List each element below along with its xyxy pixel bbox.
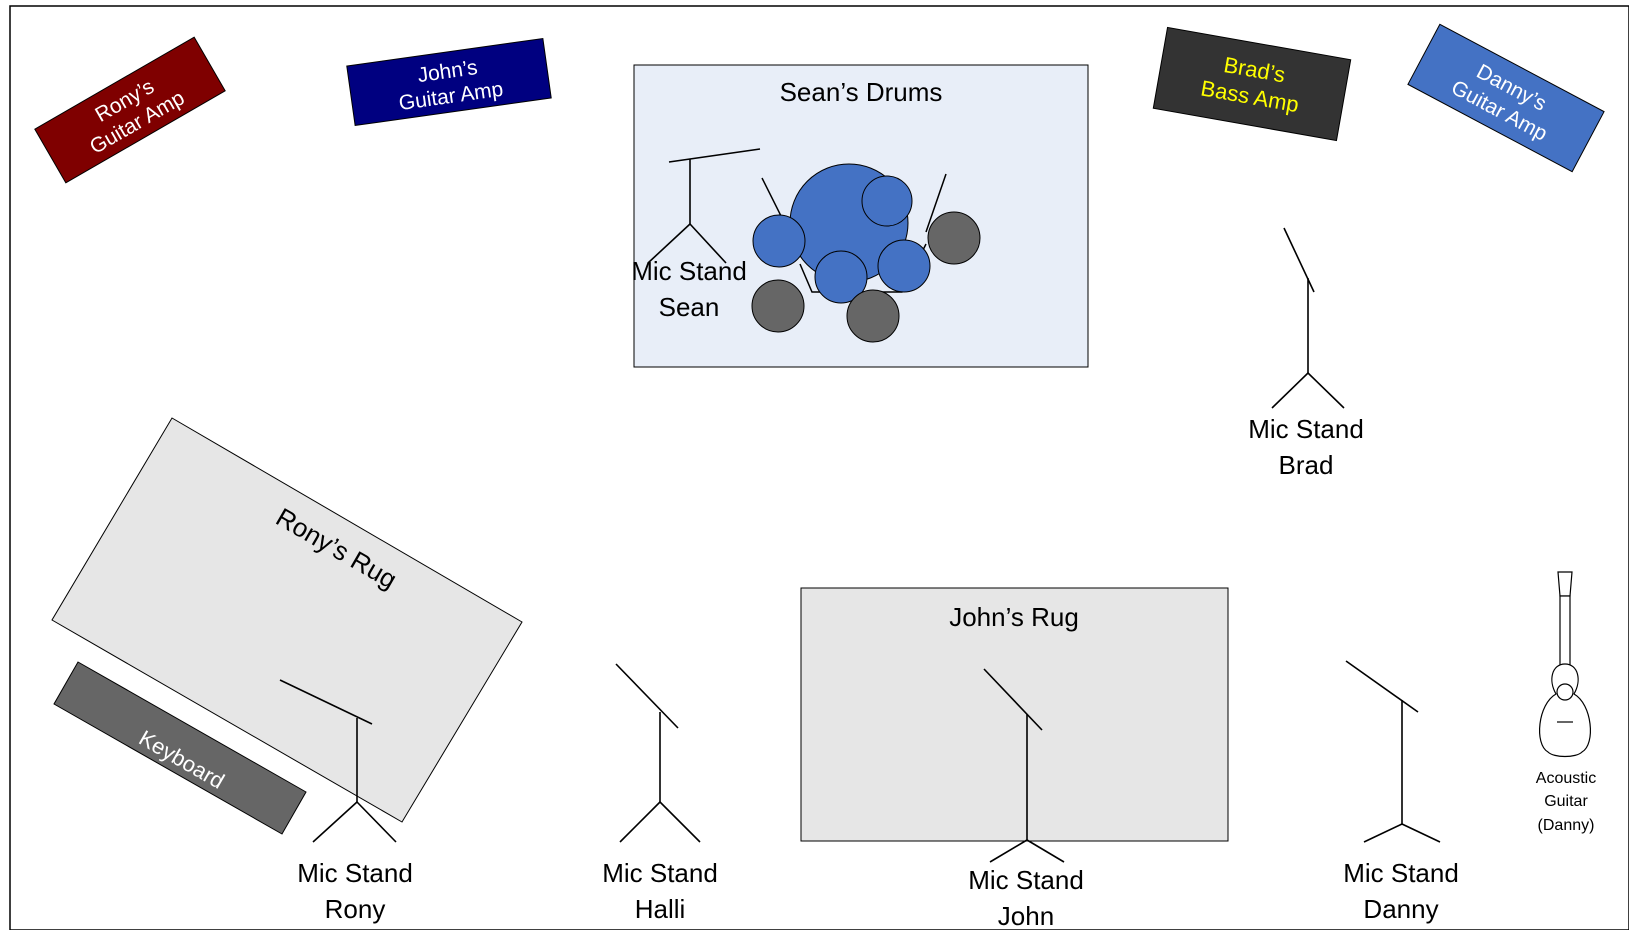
mic-stand-john[interactable]: Mic Stand John: [968, 668, 1084, 930]
drum-kit: [751, 163, 981, 343]
acoustic-guitar-icon: [1539, 571, 1591, 758]
mic-stand-sean[interactable]: Mic Stand Sean: [631, 148, 761, 322]
mic-stand-icon: [615, 663, 701, 843]
mic-stand-rony[interactable]: Mic Stand Rony: [279, 679, 413, 924]
mic-stand-icon: [647, 148, 761, 264]
mic-stand-sean-label-2: Sean: [659, 292, 720, 322]
acoustic-guitar-label-1: Acoustic: [1536, 770, 1596, 787]
snare-drum: [752, 214, 806, 268]
tom-drum: [814, 250, 868, 304]
mic-stand-brad-label-1: Mic Stand: [1248, 414, 1364, 444]
john-guitar-amp[interactable]: John’s Guitar Amp: [346, 37, 552, 127]
cymbal: [927, 211, 981, 265]
mic-stand-john-label-1: Mic Stand: [968, 865, 1084, 895]
hi-hat-cymbal: [751, 279, 805, 333]
mic-stand-icon: [279, 679, 397, 843]
mic-stand-danny-label-2: Danny: [1363, 894, 1438, 924]
drums-label: Sean’s Drums: [780, 77, 943, 107]
brad-bass-amp[interactable]: Brad’s Bass Amp: [1152, 26, 1352, 142]
floor-tom: [877, 239, 931, 293]
mic-stand-danny[interactable]: Mic Stand Danny: [1343, 660, 1459, 924]
mic-stand-john-label-2: John: [998, 901, 1054, 930]
mic-stand-icon: [1345, 660, 1441, 843]
mic-stand-icon: [1271, 227, 1345, 409]
mic-stand-sean-label-1: Mic Stand: [631, 256, 747, 286]
john-rug: John’s Rug: [800, 587, 1229, 842]
acoustic-guitar-label-2: Guitar: [1544, 793, 1588, 810]
mic-stand-icon: [983, 668, 1065, 863]
john-rug-label: John’s Rug: [949, 602, 1079, 632]
mic-stand-brad-label-2: Brad: [1279, 450, 1334, 480]
rony-rug: Rony’s Rug: [51, 417, 523, 823]
mic-stand-rony-label-2: Rony: [325, 894, 386, 924]
mic-stand-halli-label-1: Mic Stand: [602, 858, 718, 888]
cymbal: [846, 289, 900, 343]
acoustic-guitar[interactable]: Acoustic Guitar (Danny): [1536, 571, 1596, 834]
mic-stand-rony-label-1: Mic Stand: [297, 858, 413, 888]
mic-stand-danny-label-1: Mic Stand: [1343, 858, 1459, 888]
mic-stand-halli-label-2: Halli: [635, 894, 686, 924]
mic-stand-halli[interactable]: Mic Stand Halli: [602, 663, 718, 924]
rack-tom: [861, 175, 913, 227]
mic-stand-brad[interactable]: Mic Stand Brad: [1248, 227, 1364, 480]
drum-hardware-line: [925, 173, 947, 233]
acoustic-guitar-label-3: (Danny): [1538, 817, 1595, 834]
